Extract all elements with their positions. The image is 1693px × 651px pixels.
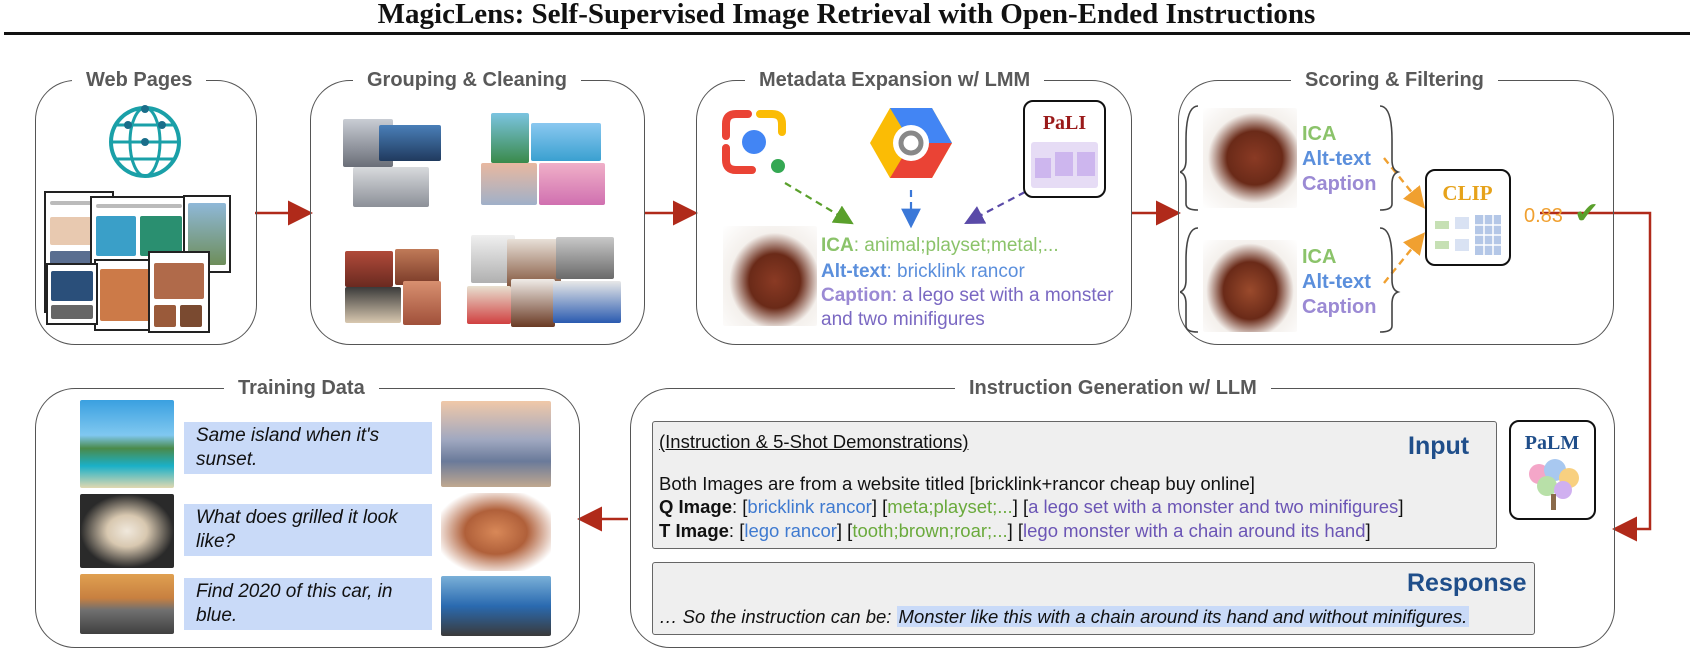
- palm-logo-text: PaLM: [1524, 432, 1580, 454]
- response-box: Response … So the instruction can be: Mo…: [652, 562, 1535, 635]
- lego-photo: [553, 281, 621, 323]
- website-title-line: Both Images are from a website titled [b…: [659, 473, 1255, 494]
- ica-label: ICA: [821, 235, 854, 256]
- target-image-photo: [1203, 240, 1297, 332]
- score-top-alt-text: Alt-text: [1302, 148, 1371, 170]
- q-image-line: Q Image: [bricklink rancor] [meta;playse…: [659, 496, 1404, 517]
- training-instruction-1: Same island when it's sunset.: [184, 422, 432, 474]
- response-label: Response: [1407, 569, 1527, 597]
- island-photo: [491, 113, 529, 163]
- lego-photo: [556, 237, 614, 279]
- metadata-ica: ICA: animal;playset;metal;...: [821, 234, 1059, 257]
- response-line: … So the instruction can be: Monster lik…: [659, 605, 1470, 628]
- panel-label-web-pages: Web Pages: [72, 69, 207, 91]
- panel-label-grouping: Grouping & Cleaning: [353, 69, 581, 91]
- globe-icon: [109, 105, 181, 178]
- q-image-label: Q Image: [659, 496, 732, 517]
- car-query-photo: [80, 574, 174, 634]
- panel-label-scoring: Scoring & Filtering: [1291, 69, 1498, 91]
- palm-tree-icon: [1529, 459, 1579, 510]
- panel-label-training: Training Data: [224, 377, 379, 399]
- lego-photo: [467, 286, 511, 324]
- input-box: (Instruction & 5-Shot Demonstrations) In…: [652, 421, 1497, 549]
- panel-label-instruction: Instruction Generation w/ LLM: [955, 377, 1271, 399]
- pali-logo: PaLI: [1023, 100, 1106, 198]
- score-top-caption: Caption: [1302, 173, 1377, 195]
- pipeline-arrows: [255, 200, 1652, 542]
- score-bottom-caption: Caption: [1302, 296, 1377, 318]
- ica-value: : animal;playset;metal;...: [853, 235, 1059, 256]
- title-rule: [4, 32, 1690, 35]
- figure-title: MagicLens: Self-Supervised Image Retriev…: [377, 0, 1316, 30]
- metadata-alt-text: Alt-text: bricklink rancor: [821, 260, 1025, 283]
- t-image-alt: lego rancor: [744, 520, 837, 541]
- clip-score-value: 0.83: [1524, 205, 1563, 227]
- palm-logo: PaLM: [1509, 420, 1596, 520]
- clip-diagram-icon: [1435, 215, 1501, 255]
- sunset-photo: [539, 163, 605, 205]
- island-photo: [531, 123, 601, 161]
- response-prefix: … So the instruction can be:: [659, 606, 897, 627]
- car-photo: [353, 167, 429, 207]
- food-photo: [395, 249, 439, 285]
- food-query-photo: [80, 494, 174, 568]
- panel-grouping-cleaning: Grouping & Cleaning: [310, 69, 645, 345]
- car-target-photo: [441, 576, 551, 636]
- scoring-arrows: [1383, 157, 1426, 284]
- q-image-caption: a lego set with a monster and two minifi…: [1028, 496, 1399, 517]
- panel-instruction-generation: Instruction Generation w/ LLM: [630, 377, 1615, 648]
- webpage-thumbnail: [46, 263, 98, 325]
- t-image-caption: lego monster with a chain around its han…: [1023, 520, 1366, 541]
- caption-value: : a lego set with a monster: [891, 285, 1114, 306]
- panel-scoring-filtering: Scoring & Filtering: [1178, 69, 1614, 345]
- t-image-label: T Image: [659, 520, 729, 541]
- pali-logo-text: PaLI: [1042, 112, 1087, 134]
- q-image-ica: meta;playset;...: [887, 496, 1013, 517]
- food-photo: [345, 287, 401, 323]
- alt-text-value: : bricklink rancor: [886, 261, 1025, 282]
- cloud-hexagon-icon: [870, 108, 952, 178]
- island-query-photo: [80, 400, 174, 488]
- caption-label: Caption: [821, 285, 892, 306]
- sunset-photo: [481, 163, 537, 205]
- food-photo: [403, 281, 441, 325]
- demonstrations-header: (Instruction & 5-Shot Demonstrations): [659, 431, 969, 452]
- metadata-caption: Caption: a lego set with a monster: [821, 284, 1114, 307]
- food-target-photo: [441, 493, 551, 571]
- training-instruction-2: What does grilled it look like?: [184, 504, 432, 556]
- pali-diagram: [1031, 142, 1098, 188]
- lego-photo: [511, 279, 555, 327]
- panel-label-metadata: Metadata Expansion w/ LMM: [745, 69, 1045, 91]
- score-bottom-ica: ICA: [1302, 246, 1337, 268]
- q-image-sep: : [: [732, 496, 748, 517]
- panel-training-data: Training Data: [35, 377, 580, 648]
- lego-monster-photo: [723, 226, 817, 326]
- score-bottom-alt-text: Alt-text: [1302, 271, 1371, 293]
- webpage-thumbnail: [148, 251, 210, 333]
- island-target-photo: [441, 401, 551, 487]
- panel-metadata-expansion: Metadata Expansion w/ LMM: [696, 69, 1132, 345]
- q-image-alt: bricklink rancor: [747, 496, 872, 517]
- google-lens-icon: [722, 110, 786, 174]
- check-icon: ✔: [1574, 197, 1600, 230]
- caption-value-cont: and two minifigures: [821, 309, 985, 330]
- score-top-ica: ICA: [1302, 123, 1337, 145]
- input-label: Input: [1408, 432, 1470, 460]
- car-photo: [379, 125, 441, 161]
- t-image-ica: tooth;brown;roar;...: [852, 520, 1008, 541]
- training-instruction-3: Find 2020 of this car, in blue.: [184, 578, 432, 630]
- bracket-lines: [1180, 105, 1401, 333]
- clip-logo: CLIP: [1425, 169, 1511, 266]
- query-image-photo: [1203, 108, 1297, 208]
- t-image-sep: : [: [728, 520, 745, 541]
- metadata-arrows: [784, 182, 1026, 229]
- clip-logo-text: CLIP: [1442, 181, 1493, 205]
- panel-web-pages: Web Pages: [35, 69, 257, 345]
- response-instruction: Monster like this with a chain around it…: [896, 606, 1470, 627]
- t-image-line: T Image: [lego rancor] [tooth;brown;roar…: [659, 520, 1371, 541]
- alt-text-label: Alt-text: [821, 261, 887, 282]
- food-photo: [345, 251, 393, 287]
